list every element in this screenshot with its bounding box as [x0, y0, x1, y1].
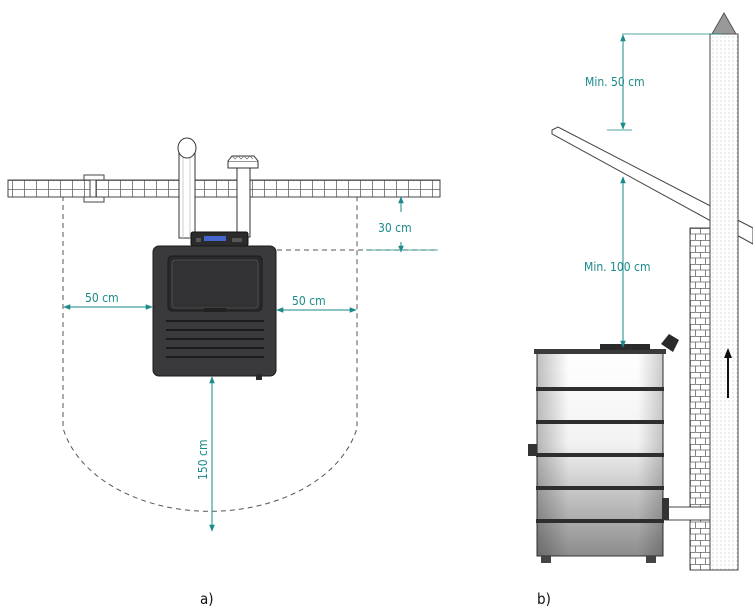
figure-b-side-view: Min. 50 cm Min. 100 cm b): [528, 11, 753, 608]
chimney-cap: [711, 11, 737, 35]
dim-stove-to-roof-label: Min. 100 cm: [584, 260, 651, 274]
dim-rear-label: 30 cm: [378, 221, 412, 235]
stove-side-view: [528, 334, 679, 563]
dim-left-label: 50 cm: [85, 291, 119, 305]
control-panel: [190, 231, 249, 247]
dim-rear-arrow: [366, 196, 438, 253]
figure-a-top-view: 30 cm 50 cm 50 cm 150 cm a): [7, 137, 441, 608]
dim-above-roof-label: Min. 50 cm: [585, 75, 645, 89]
caption-a: a): [200, 590, 214, 608]
wall-bracket: [83, 174, 105, 203]
stove-front-view: [152, 245, 277, 380]
caption-b: b): [537, 590, 551, 608]
dim-front-label: 150 cm: [196, 440, 210, 480]
chimney: [709, 33, 739, 571]
air-intake-pipe: [227, 155, 259, 238]
roof-slab: [551, 126, 753, 245]
clearance-zone-outline: [62, 196, 358, 512]
connecting-flue-pipe: [664, 506, 711, 521]
dim-right-label: 50 cm: [292, 294, 326, 308]
rear-wall: [7, 179, 441, 198]
flue-pipe-round: [177, 137, 197, 239]
